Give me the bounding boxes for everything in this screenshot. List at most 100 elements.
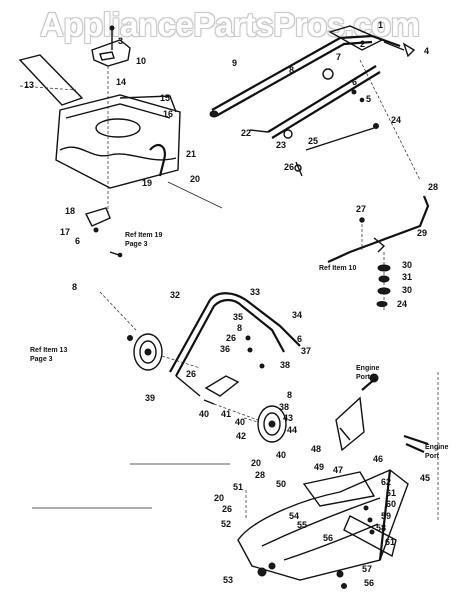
callout-c9: 9 [232,58,237,68]
wheel-hardware-part [257,505,375,589]
callout-c32: 32 [170,290,180,300]
flap-strip-part [18,54,84,106]
callout-c51: 51 [233,482,243,492]
control-cable-part [249,65,381,139]
callout-c6: 6 [352,77,357,87]
ref-10-line-0: Ref Item 10 [319,265,356,272]
callout-c40b: 40 [235,417,245,427]
callout-c17: 17 [60,227,70,237]
callout-c59: 59 [381,511,391,521]
callout-c53: 53 [223,575,233,585]
callout-c46: 46 [373,454,383,464]
callout-c57: 57 [362,564,372,574]
callout-c5: 5 [366,94,371,104]
callout-c48: 48 [311,444,321,454]
callout-c43: 43 [283,413,293,423]
callout-c52: 52 [221,519,231,529]
callout-c13: 13 [24,80,34,90]
callout-c40c: 40 [276,450,286,460]
callout-c22: 22 [241,128,251,138]
callout-c25: 25 [308,136,318,146]
callout-c8c: 8 [287,390,292,400]
callout-c18: 18 [65,206,75,216]
callout-c20b: 20 [251,458,261,468]
callout-c20c: 20 [214,493,224,503]
callout-c23: 23 [276,140,286,150]
callout-c37: 37 [301,346,311,356]
callout-c45: 45 [420,473,430,483]
callout-c26: 26 [284,162,294,172]
callout-c34: 34 [292,310,302,320]
callout-c14: 14 [116,77,126,87]
callout-c8d: 8 [72,282,77,292]
ref-engine-1-line-1: Port [356,374,371,381]
callout-c38b: 38 [279,402,289,412]
callout-c6c: 6 [75,236,80,246]
callout-c21: 21 [186,149,196,159]
lower-deck-part [237,372,439,581]
callout-c49: 49 [314,462,324,472]
callout-c61b: 61 [385,537,395,547]
front-wheel-part [127,333,201,371]
bracket-part [91,25,131,67]
callout-c8b: 8 [237,323,242,333]
callout-c55: 55 [297,520,307,530]
callout-c54: 54 [289,511,299,521]
ref-13-line-1: Page 3 [30,356,53,363]
callout-c3: 3 [118,36,123,46]
callout-c28: 28 [428,182,438,192]
callout-c20: 20 [190,174,200,184]
rear-wheel-part [243,405,287,443]
callout-c4: 4 [424,46,429,56]
callout-c26c: 26 [186,369,196,379]
callout-c2: 2 [360,39,365,49]
callout-c26d: 26 [222,504,232,514]
ref-engine-2-line-0: Engine [425,444,448,451]
callout-c58: 58 [376,523,386,533]
ref-19-line-0: Ref Item 19 [125,232,162,239]
callout-c39: 39 [145,393,155,403]
callout-c26b: 26 [226,333,236,343]
callout-c6b: 6 [297,334,302,344]
callout-c24b: 24 [397,299,407,309]
callout-c29: 29 [417,228,427,238]
throttle-rod-part [294,123,379,177]
callout-c40: 40 [199,409,209,419]
engine-bracket-part [335,373,379,452]
lower-handle-part [169,292,301,397]
callout-c61: 61 [386,488,396,498]
upper-handle-part [209,25,416,118]
callout-c24: 24 [391,115,401,125]
callout-c33: 33 [250,287,260,297]
axle-bracket-part [203,335,265,421]
callout-c1: 1 [378,20,383,30]
small-bracket-part [85,207,111,233]
callout-c19: 19 [142,178,152,188]
callout-c50: 50 [276,479,286,489]
callout-c7: 7 [336,52,341,62]
callout-c16: 16 [163,109,173,119]
callout-c56b: 56 [364,578,374,588]
ref-engine-2-line-1: Port [425,453,440,460]
spring-rod-part [109,181,223,258]
callout-c42: 42 [236,431,246,441]
callout-c30b: 30 [402,285,412,295]
callout-c8: 8 [289,65,294,75]
callout-c47: 47 [333,465,343,475]
callout-c27: 27 [356,204,366,214]
ref-19-line-1: Page 3 [125,241,148,248]
spring-stack-part [376,252,391,310]
callout-c35: 35 [233,312,243,322]
linkage-rod-part [327,195,430,264]
callout-c36: 36 [220,344,230,354]
deck-housing-part [55,94,181,189]
callout-c56: 56 [323,533,333,543]
ref-engine-1-line-0: Engine [356,365,379,372]
callout-c41: 41 [221,409,231,419]
callout-c15: 15 [160,93,170,103]
callout-c38: 38 [280,360,290,370]
cable-clip-part [403,434,429,454]
